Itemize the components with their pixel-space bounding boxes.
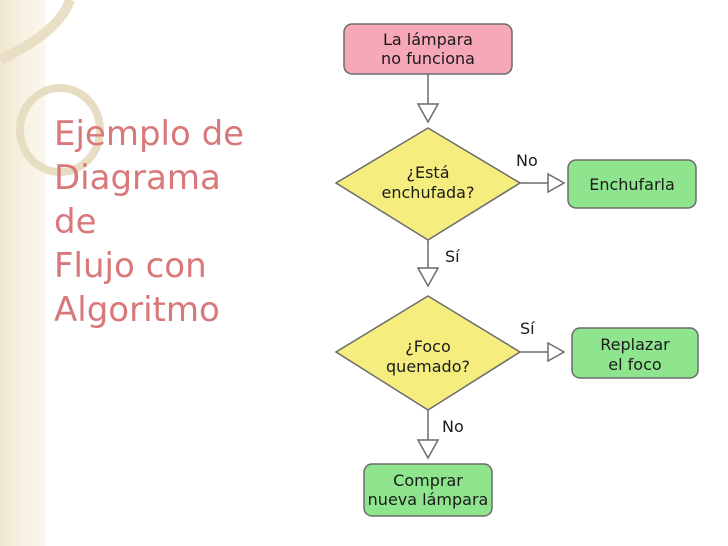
end-text: Comprar (393, 471, 463, 490)
decision2-text: ¿Foco (405, 337, 451, 356)
action2-text: Replazar (600, 335, 670, 354)
action2-box (571, 327, 699, 379)
action2-text: el foco (608, 355, 661, 374)
arrowhead-right (547, 172, 566, 194)
arrowhead-down (416, 103, 440, 124)
start-box (343, 23, 513, 75)
decision1-text: ¿Está (406, 163, 449, 182)
decision2-text: quemado? (386, 357, 470, 376)
decision2-diamond (334, 295, 522, 411)
decision1-yes-label: Sí (445, 247, 460, 266)
decision1-diamond (334, 127, 522, 241)
arrowhead-down (416, 439, 440, 460)
title-line: Ejemplo de (54, 114, 245, 154)
arrowhead-down (416, 267, 440, 288)
decision1-text: enchufada? (382, 183, 475, 202)
decision1-no-label: No (516, 151, 538, 170)
title-line: Diagrama (54, 158, 221, 198)
decorative-swirl (0, 0, 104, 176)
decision2-no-label: No (442, 417, 464, 436)
start-text: La lámpara (383, 30, 473, 49)
start-text: no funciona (381, 49, 475, 68)
slide-title: Ejemplo de Diagrama de Flujo con Algorit… (54, 112, 294, 332)
decision2-yes-label: Sí (520, 319, 535, 338)
action1-text: Enchufarla (589, 175, 675, 194)
action1-box (567, 159, 697, 209)
arrowhead-right (547, 341, 566, 363)
title-line: Algoritmo (54, 290, 220, 330)
end-box (363, 463, 493, 517)
title-line: de (54, 202, 97, 242)
title-line: Flujo con (54, 246, 207, 286)
end-text: nueva lámpara (368, 490, 489, 509)
